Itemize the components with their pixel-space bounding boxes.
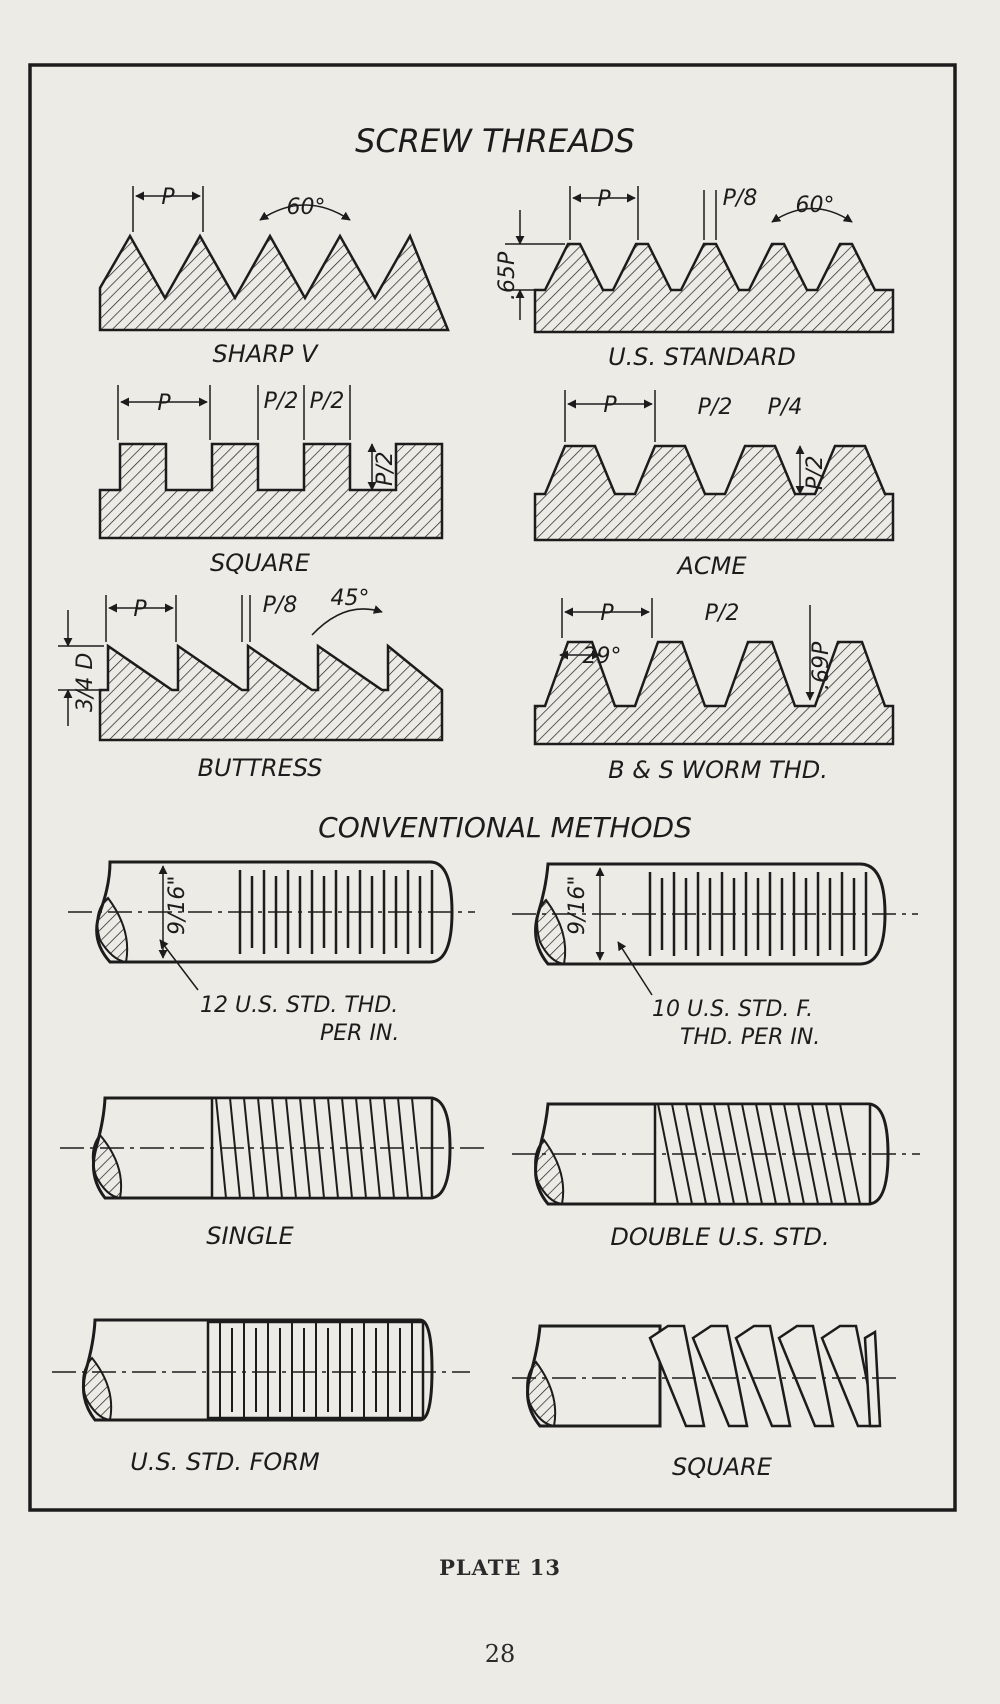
plate-frame <box>28 63 957 1512</box>
conventional-name-us-std-form: U.S. STD. FORM <box>130 1448 320 1476</box>
us-standard-profile: P P/8 60° .65P <box>495 186 895 334</box>
section-title: CONVENTIONAL METHODS <box>318 811 692 844</box>
square-half-pitch-label-b: P/2 <box>310 389 345 414</box>
single-thread-rod <box>60 1096 485 1200</box>
rod-1-note-line2: PER IN. <box>320 1021 399 1046</box>
profile-name-square: SQUARE <box>210 549 311 577</box>
buttress-pitch-label: P <box>133 597 147 622</box>
us-std-pitch-label: P <box>597 187 611 212</box>
profile-name-sharp-v: SHARP V <box>213 340 319 368</box>
bs-worm-profile: P 29° P/2 .69P <box>533 598 895 746</box>
us-std-depth-label: .65P <box>495 251 520 300</box>
rod-2-thread-lines <box>648 872 868 956</box>
sharp-v-pitch-label: P <box>161 185 175 210</box>
page-number: 28 <box>484 1640 516 1668</box>
acme-depth-label: P/2 <box>803 455 828 490</box>
profile-name-us-standard: U.S. STANDARD <box>608 343 796 371</box>
square-profile: P P/2 P/2 P/2 <box>98 385 444 540</box>
us-std-flat-label: P/8 <box>723 186 758 211</box>
sharp-v-angle-label: 60° <box>287 195 326 220</box>
acme-profile: P P/2 P/4 P/2 <box>533 390 895 542</box>
acme-pitch-label: P <box>603 393 617 418</box>
rod-2-note-line1: 10 U.S. STD. F. <box>652 997 813 1022</box>
rod-1-diameter-label: 9/16" <box>165 875 190 935</box>
profile-name-buttress: BUTTRESS <box>198 754 323 782</box>
buttress-angle-label: 45° <box>331 586 370 611</box>
buttress-depth-label: 3/4 D <box>73 653 98 712</box>
square-thread-teeth <box>648 1324 882 1428</box>
double-thread-rod <box>512 1102 920 1206</box>
worm-half-pitch-label: P/2 <box>705 601 740 626</box>
profile-name-bs-worm: B & S WORM THD. <box>608 756 828 784</box>
acme-flat-label: P/4 <box>768 395 803 420</box>
square-depth-label: P/2 <box>373 451 398 486</box>
plate-caption: PLATE 13 <box>439 1555 561 1580</box>
sharp-v-profile: P 60° <box>98 185 450 332</box>
us-std-angle-label: 60° <box>796 193 835 218</box>
square-pitch-label: P <box>157 391 171 416</box>
conventional-name-square: SQUARE <box>672 1453 773 1481</box>
worm-angle-label: 29° <box>583 644 622 669</box>
worm-pitch-label: P <box>600 601 614 626</box>
conventional-rod-1: 9/16" <box>68 860 475 991</box>
us-std-form-lines <box>219 1322 413 1418</box>
buttress-flat-label: P/8 <box>263 593 298 618</box>
profile-name-acme: ACME <box>675 552 747 580</box>
rod-2-diameter-label: 9/16" <box>565 875 590 935</box>
rod-1-thread-lines <box>238 870 434 954</box>
worm-depth-label: .69P <box>809 641 834 690</box>
rod-1-note-line1: 12 U.S. STD. THD. <box>200 993 398 1018</box>
plate-title: SCREW THREADS <box>355 122 635 160</box>
us-std-form-rod <box>52 1318 470 1422</box>
conventional-name-single: SINGLE <box>206 1222 294 1250</box>
buttress-profile: P P/8 45° 3/4 D <box>58 586 444 742</box>
square-thread-rod <box>512 1324 900 1428</box>
rod-2-note-line2: THD. PER IN. <box>680 1025 820 1050</box>
acme-half-pitch-label: P/2 <box>698 395 733 420</box>
square-half-pitch-label-a: P/2 <box>264 389 299 414</box>
conventional-name-double: DOUBLE U.S. STD. <box>610 1223 829 1251</box>
conventional-rod-2: 9/16" <box>512 862 918 996</box>
